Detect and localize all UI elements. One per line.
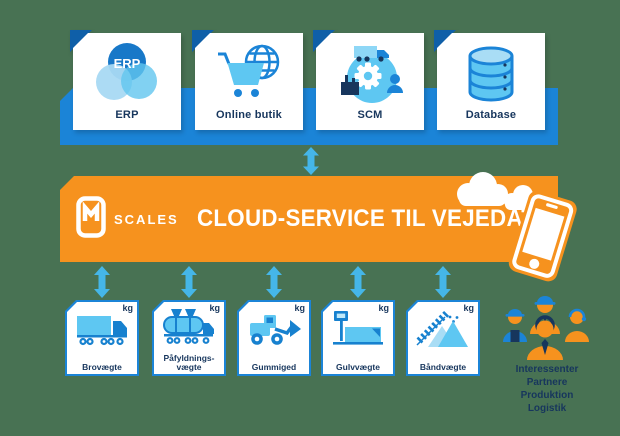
stakeholder-line: Logistik xyxy=(527,403,567,414)
scale-box-bandvaegte: kg Båndvægte xyxy=(406,300,480,376)
kg-badge: kg xyxy=(378,303,389,313)
scale-box-label: Gulvvægte xyxy=(336,362,380,372)
svg-text:ERP: ERP xyxy=(114,56,141,71)
system-box-label: Database xyxy=(465,109,517,121)
stakeholder-line: Interessenter xyxy=(515,364,579,375)
double-vertical-arrow-icon xyxy=(435,266,451,298)
weighbridge-truck-icon xyxy=(74,308,130,357)
kg-badge: kg xyxy=(294,303,305,313)
wheel-loader-icon xyxy=(246,308,302,357)
banner-title: CLOUD-SERVICE TIL VEJEDATA xyxy=(196,205,550,232)
system-box-label: Online butik xyxy=(216,109,282,121)
filling-scale-tanker-icon xyxy=(161,308,217,357)
kg-badge: kg xyxy=(122,303,133,313)
stakeholder-line: Partnere xyxy=(526,377,568,388)
stakeholder-list: Interessenter Partnere Produktion Logist… xyxy=(487,363,607,415)
shopping-cart-globe-icon xyxy=(210,33,288,109)
double-vertical-arrow-icon xyxy=(94,266,110,298)
system-box-online-butik: Online butik xyxy=(192,30,303,130)
stakeholder-line: Produktion xyxy=(520,390,574,401)
kg-badge: kg xyxy=(463,303,474,313)
smartphone-icon xyxy=(504,187,580,289)
erp-venn-diagram-icon: ERP xyxy=(88,33,166,109)
brand-name: SCALES xyxy=(114,211,179,227)
scale-box-label: Båndvægte xyxy=(419,362,467,372)
scale-box-label: Brovægte xyxy=(82,362,122,372)
double-vertical-arrow-icon xyxy=(266,266,282,298)
system-box-scm: SCM xyxy=(313,30,424,130)
system-box-erp: ERP ERP xyxy=(70,30,181,130)
floor-scale-icon xyxy=(330,308,386,357)
people-group-icon xyxy=(497,294,597,367)
scale-box-label: Påfyldnings- vægte xyxy=(163,353,215,372)
scale-box-pafyldningsvaegte: kg Påfy xyxy=(152,300,226,376)
system-box-database: Database xyxy=(434,30,545,130)
system-box-label: SCM xyxy=(357,109,383,121)
scale-box-label: Gummiged xyxy=(251,362,297,372)
mscales-m-logo xyxy=(75,195,107,244)
belt-scale-icon xyxy=(415,308,471,357)
scale-box-brovaegte: kg Brovægte xyxy=(65,300,139,376)
double-vertical-arrow-icon xyxy=(350,266,366,298)
kg-badge: kg xyxy=(209,303,220,313)
scale-box-gummiged: kg Gummiged xyxy=(237,300,311,376)
database-cylinder-icon xyxy=(452,33,530,109)
double-vertical-arrow-icon xyxy=(181,266,197,298)
double-vertical-arrow-icon xyxy=(303,147,319,175)
supply-chain-circle-icon xyxy=(331,33,409,109)
scale-box-gulvvaegte: kg Gulvvægte xyxy=(321,300,395,376)
system-box-label: ERP xyxy=(115,109,139,121)
